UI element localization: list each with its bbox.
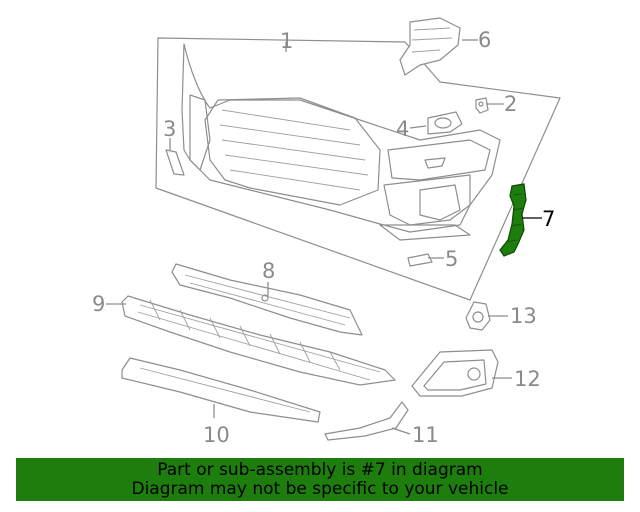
- callout-8[interactable]: 8: [262, 259, 275, 283]
- banner-line-disclaimer: Diagram may not be specific to your vehi…: [131, 479, 509, 499]
- callout-9[interactable]: 9: [92, 292, 105, 316]
- part-11-trim-strip[interactable]: [324, 401, 409, 441]
- part-4-insert[interactable]: [427, 111, 463, 135]
- part-10-spoiler[interactable]: [121, 357, 321, 423]
- part-1-bumper-cover[interactable]: [181, 43, 501, 241]
- info-banner: Part or sub-assembly is #7 in diagram Di…: [16, 458, 624, 501]
- leader-lines: [106, 39, 542, 435]
- part-2-clip[interactable]: [475, 97, 489, 114]
- callout-11[interactable]: 11: [412, 423, 439, 447]
- callout-7[interactable]: 7: [542, 207, 555, 231]
- callout-10[interactable]: 10: [203, 423, 230, 447]
- part-13-clip[interactable]: [465, 301, 491, 331]
- callout-labels: 1 2 3 4 5 6 7 8 9 10 11 12 13: [92, 28, 555, 447]
- callout-3[interactable]: 3: [163, 117, 176, 141]
- callout-6[interactable]: 6: [478, 28, 491, 52]
- part-3-reflector[interactable]: [165, 149, 185, 176]
- part-9-lower-grille[interactable]: [121, 295, 396, 386]
- callout-12[interactable]: 12: [514, 367, 541, 391]
- part-8-absorber[interactable]: [171, 263, 363, 336]
- callout-4[interactable]: 4: [396, 117, 409, 141]
- callout-13[interactable]: 13: [510, 304, 537, 328]
- part-7-bracket-highlighted[interactable]: [499, 183, 527, 257]
- callout-1[interactable]: 1: [280, 29, 293, 53]
- banner-line-part-number: Part or sub-assembly is #7 in diagram: [157, 460, 483, 480]
- part-6-bracket[interactable]: [399, 17, 461, 76]
- part-5-cover[interactable]: [407, 253, 433, 267]
- bumper-assembly-frame: [155, 37, 561, 301]
- callout-2[interactable]: 2: [504, 92, 517, 116]
- parts-diagram: 1 2 3 4 5 6 7 8 9 10 11 12 13: [92, 17, 561, 447]
- part-12-fog-lamp-bezel[interactable]: [411, 349, 499, 397]
- callout-5[interactable]: 5: [445, 247, 458, 271]
